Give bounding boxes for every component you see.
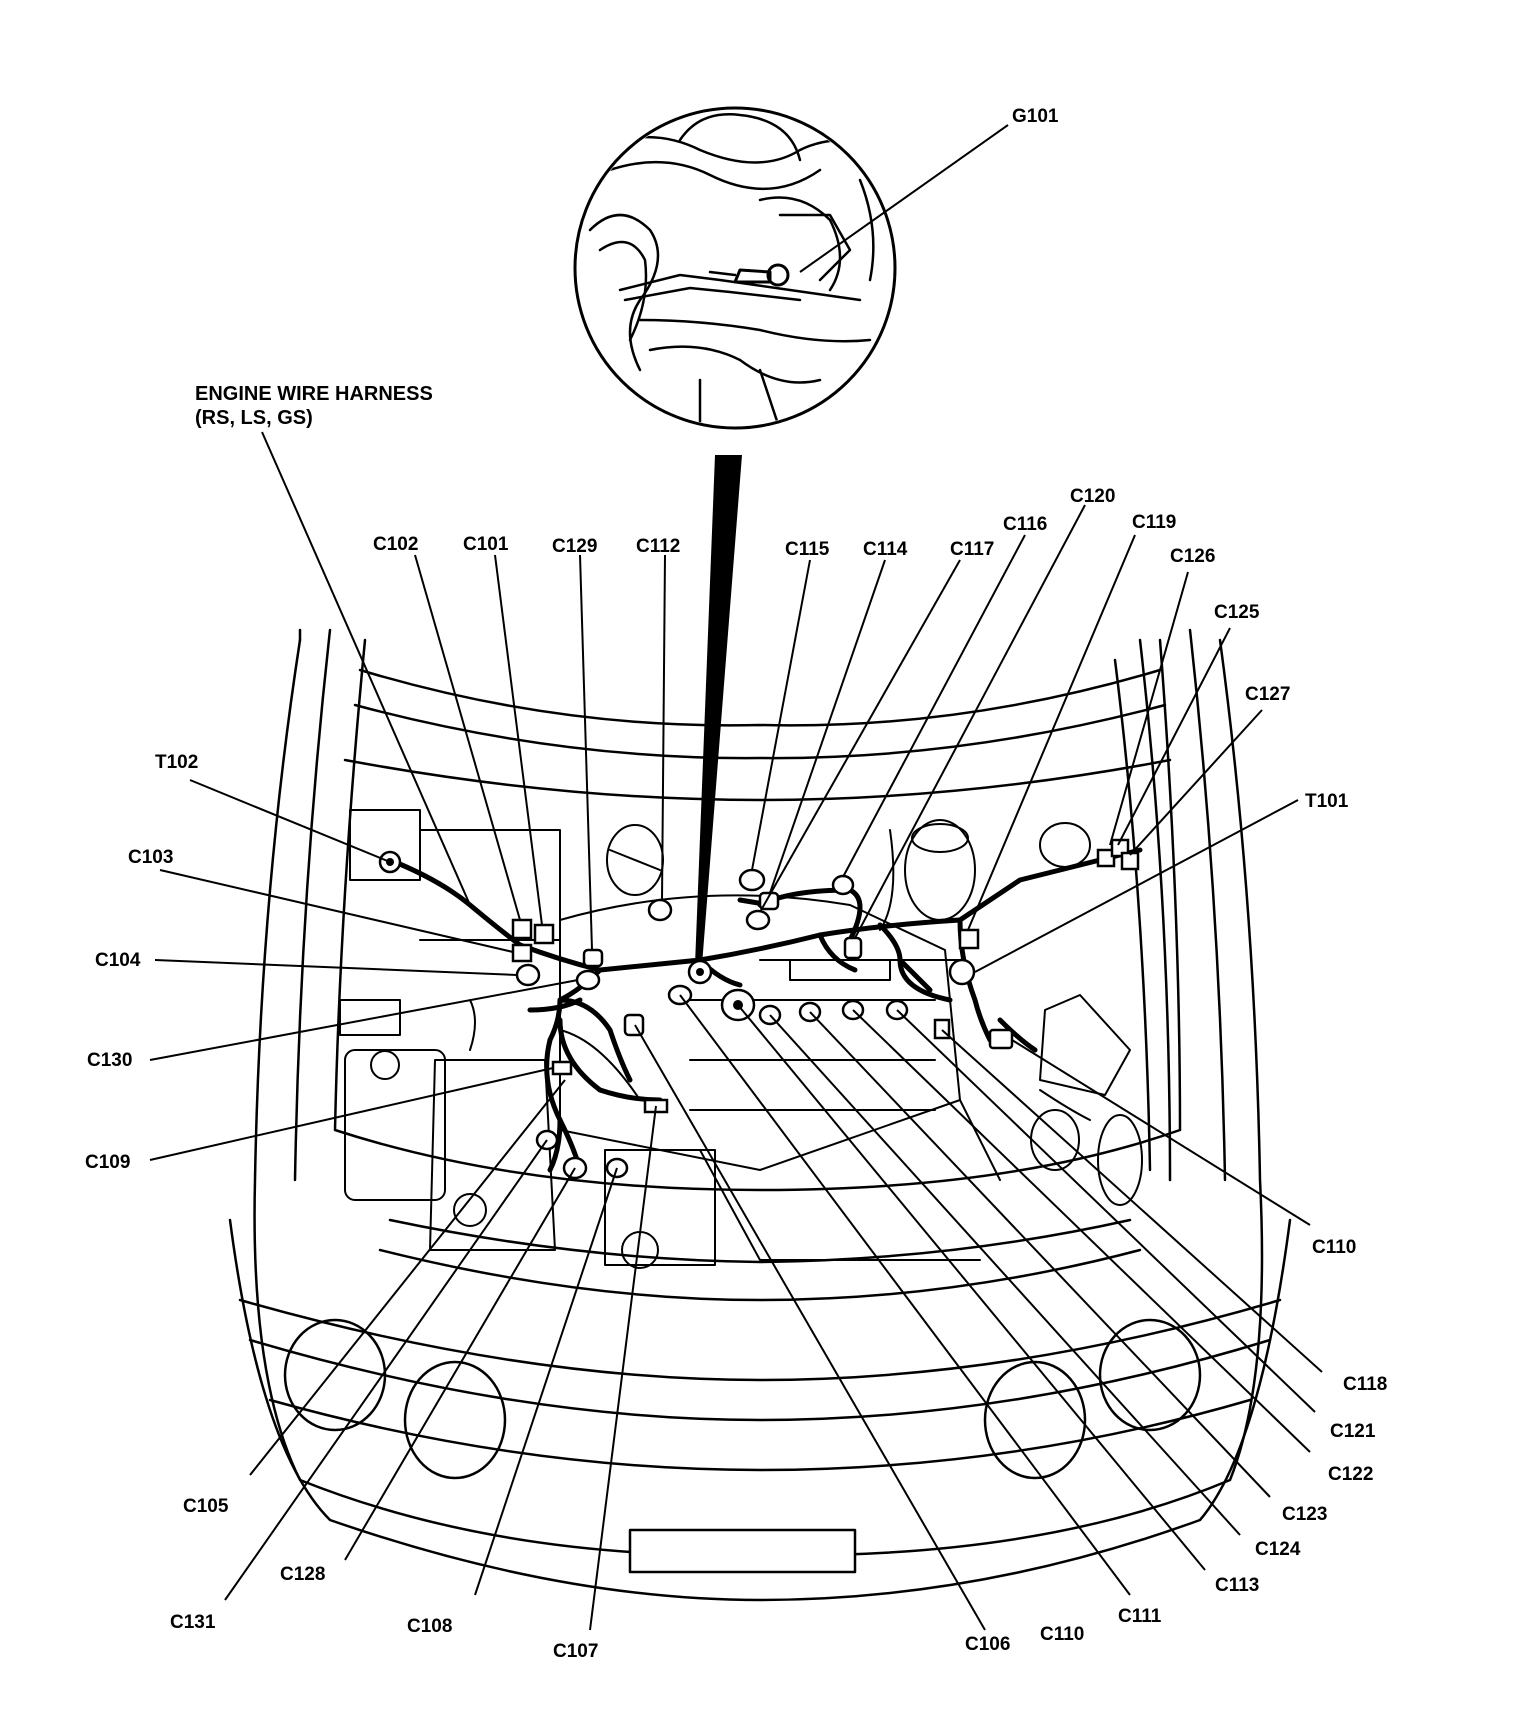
label-c108: C108 [407,1616,452,1637]
label-c112: C112 [636,536,680,557]
harness-title-line1: ENGINE WIRE HARNESS [195,383,433,405]
connectors [378,838,1140,1180]
connector-c101 [533,923,555,945]
label-c107: C107 [553,1641,598,1662]
connector-c119 [958,928,980,950]
connector-c130 [575,969,601,991]
connector-g101 [687,959,713,985]
label-t101: T101 [1305,791,1349,812]
label-c123: C123 [1282,1504,1327,1525]
label-g101: G101 [1012,106,1059,127]
connector-c117 [745,909,771,931]
label-c125: C125 [1214,602,1260,623]
label-c118: C118 [1343,1374,1387,1395]
label-c117: C117 [950,539,994,560]
label-c113: C113 [1215,1575,1259,1596]
label-c119: C119 [1132,512,1176,533]
label-c122: C122 [1328,1464,1373,1485]
connector-c106 [623,1013,645,1037]
label-c109: C109 [85,1152,130,1173]
leader-lines [149,124,1323,1631]
label-c115: C115 [785,539,830,560]
label-c103: C103 [128,847,173,868]
detail-pointer [695,455,742,965]
g101-detail-view [573,106,897,430]
connector-c109 [551,1060,573,1076]
connector-c110-right [988,1028,1014,1050]
label-c104: C104 [95,950,141,971]
connector-c112 [647,898,673,922]
label-c129: C129 [552,536,597,557]
label-c128: C128 [280,1564,325,1585]
label-c127: C127 [1245,684,1290,705]
harness-title-line2: (RS, LS, GS) [195,407,313,429]
label-c131: C131 [170,1612,216,1633]
label-c105: C105 [183,1496,229,1517]
connector-c102 [511,918,533,940]
label-c116: C116 [1003,514,1047,535]
connector-c126 [1096,848,1116,868]
label-c126: C126 [1170,546,1215,567]
label-c114: C114 [863,539,908,560]
connector-c120 [843,936,863,960]
connector-c127 [1120,851,1140,871]
label-c101: C101 [463,534,509,555]
connector-c129 [582,948,604,968]
label-c106: C106 [965,1634,1010,1655]
connector-c116 [831,874,855,896]
connector-t101 [948,958,976,986]
connector-c115 [738,868,766,892]
label-c111: C111 [1118,1606,1162,1627]
label-c102: C102 [373,534,418,555]
connector-c103 [511,943,533,963]
label-c110-right: C110 [1312,1237,1356,1258]
label-c121: C121 [1330,1421,1376,1442]
label-c124: C124 [1255,1539,1301,1560]
car-body-outline [228,628,1292,1602]
connector-c104 [515,963,541,987]
label-c110-bottom: C110 [1040,1624,1084,1645]
label-c120: C120 [1070,486,1115,507]
label-c130: C130 [87,1050,132,1071]
label-t102: T102 [155,752,198,773]
